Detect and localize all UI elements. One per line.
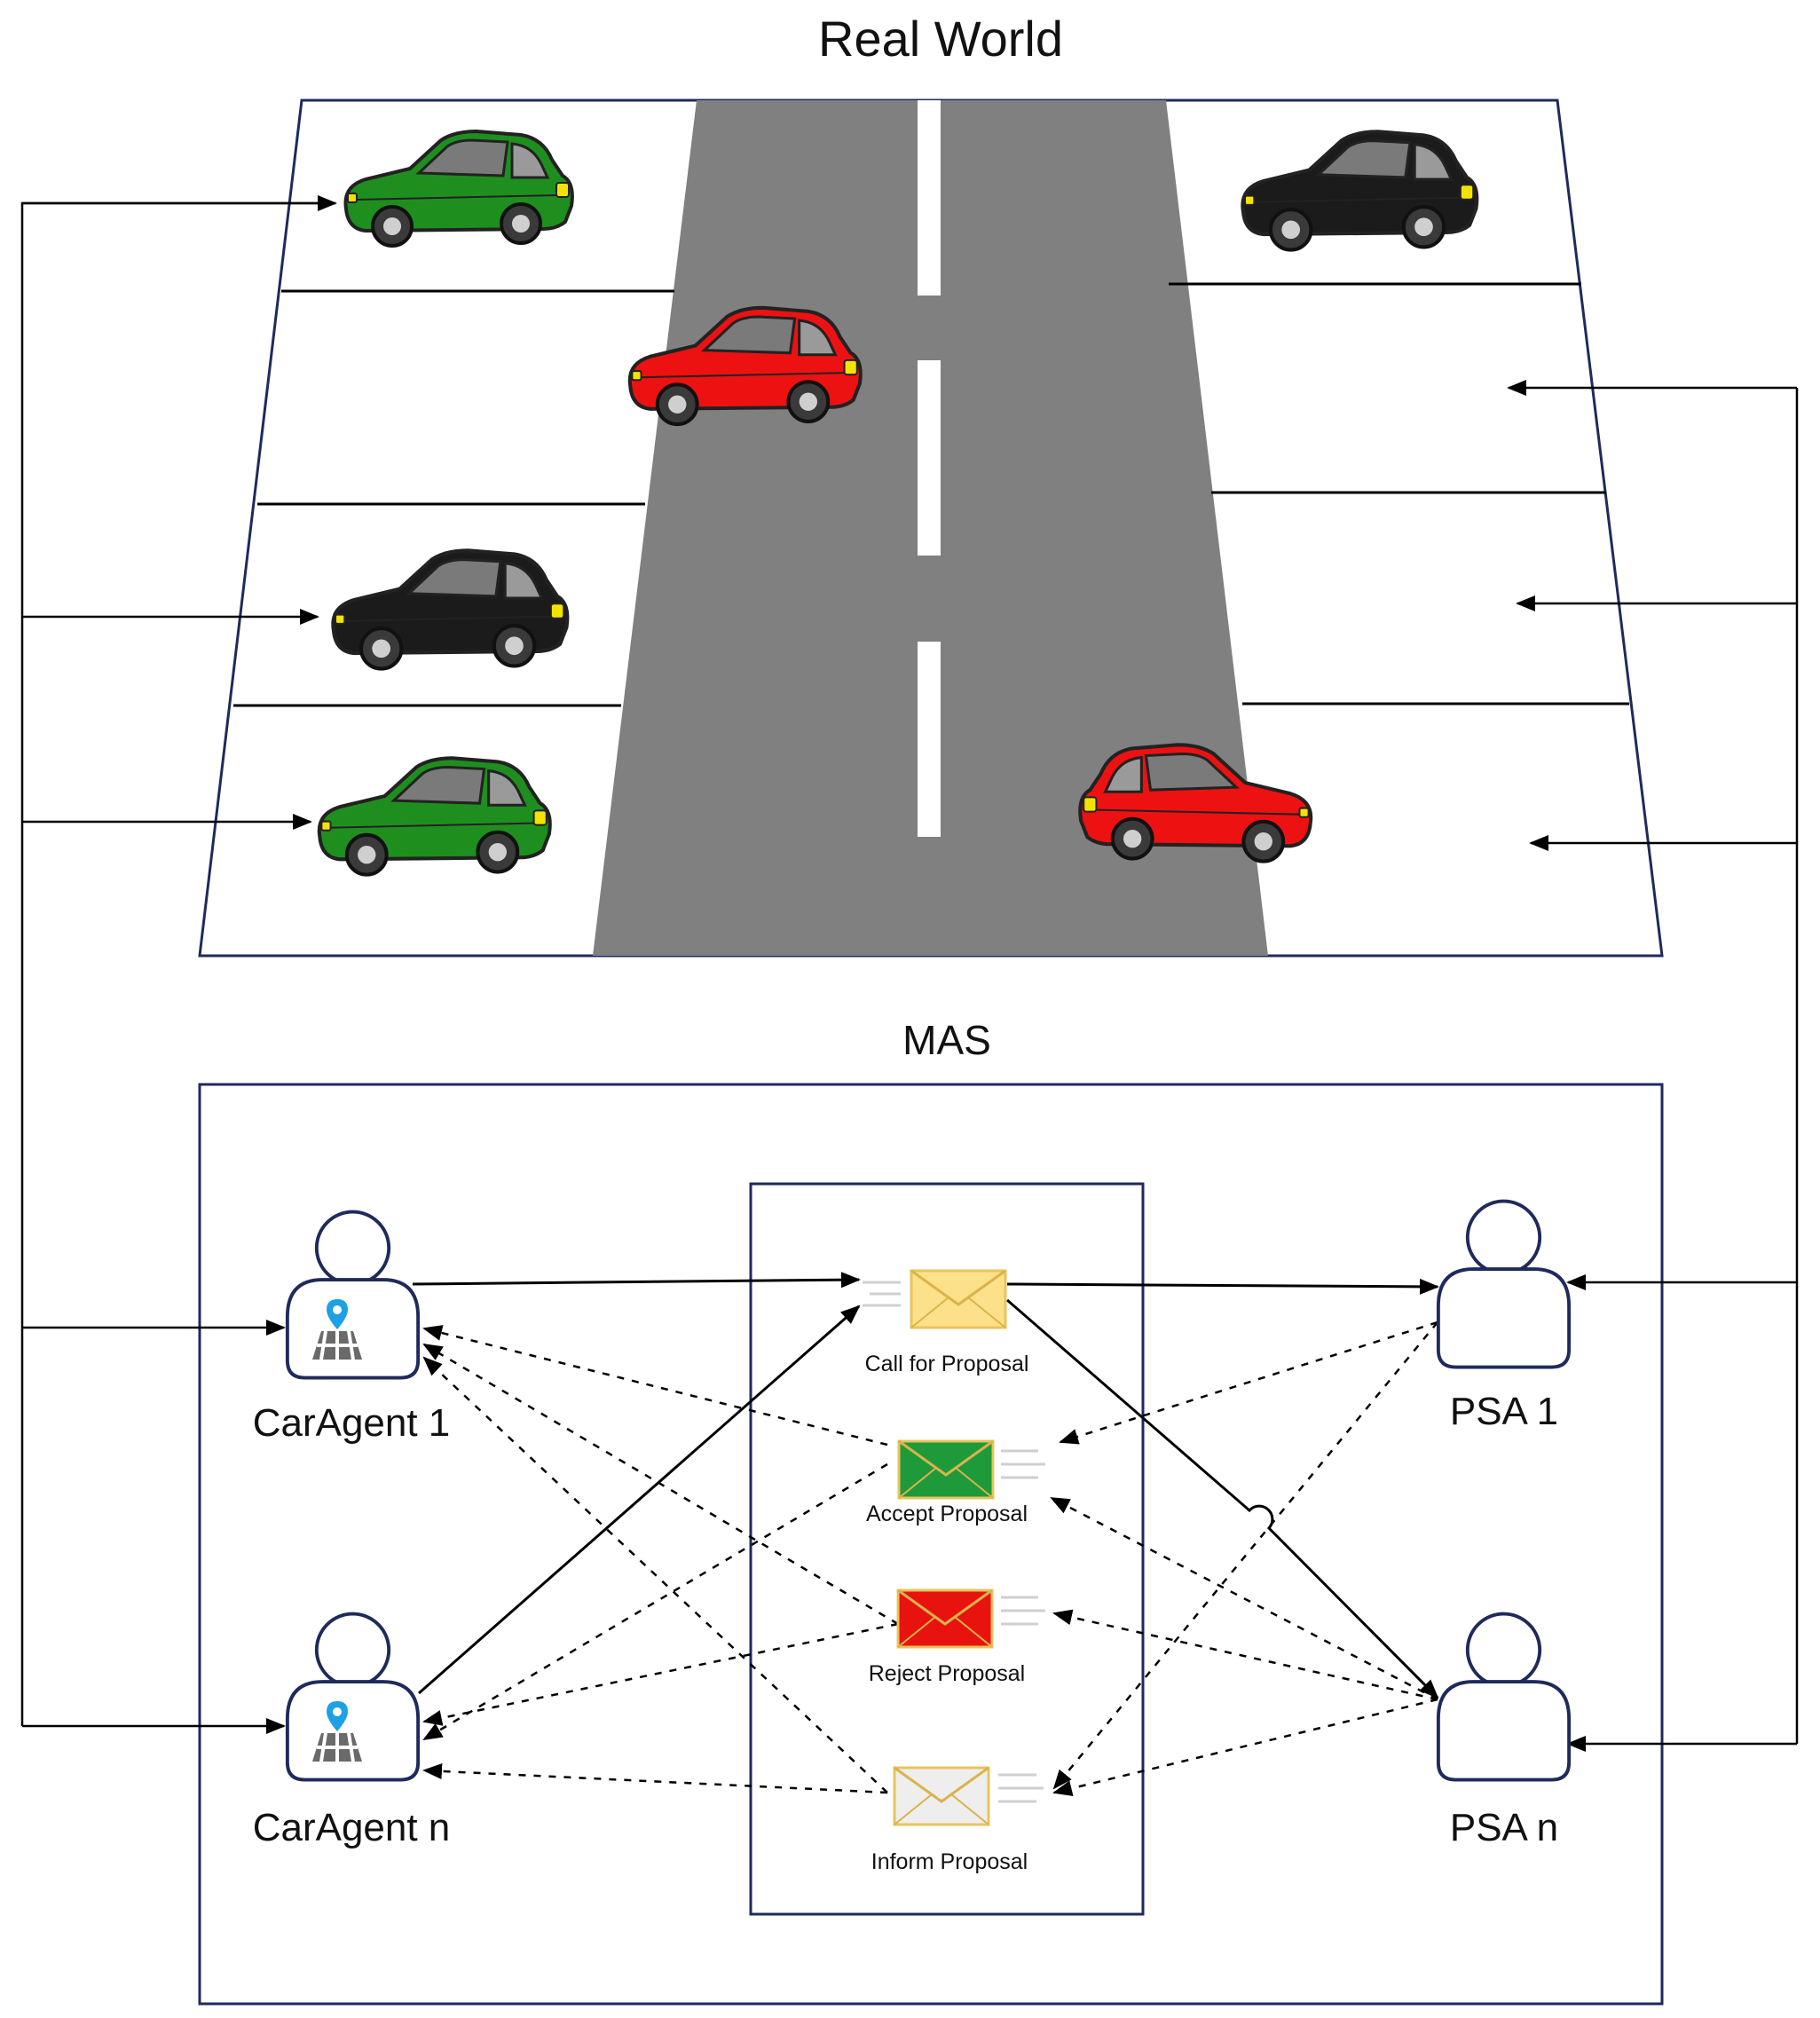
reject-proposal-message: Reject Proposal: [869, 1588, 1045, 1686]
reject-proposal-label: Reject Proposal: [869, 1661, 1025, 1686]
psa-1-label: PSA 1: [1450, 1390, 1558, 1433]
psa-n: PSA n: [1436, 1612, 1572, 1849]
envelope-icon: [893, 1766, 990, 1826]
envelope-icon: [896, 1588, 994, 1649]
left-connector-lines: [20, 195, 337, 1734]
motion-lines-icon: [1001, 1596, 1045, 1626]
person-icon: [1436, 1199, 1572, 1369]
message-box-frame: [749, 1182, 1145, 1916]
mas-frame: [198, 1083, 1664, 2006]
envelope-icon: [897, 1439, 995, 1500]
motion-lines-icon: [863, 1281, 901, 1307]
car-agent-n-label: CarAgent n: [253, 1806, 451, 1849]
real-world-title: Real World: [818, 11, 1063, 67]
left-parking-dividers: [233, 289, 674, 707]
accept-proposal-message: Accept Proposal: [866, 1439, 1045, 1526]
psa-n-label: PSA n: [1450, 1806, 1558, 1849]
lane-marking: [918, 642, 941, 837]
inform-proposal-message: Inform Proposal: [871, 1766, 1044, 1874]
motion-lines-icon: [1001, 1449, 1045, 1479]
motion-lines-icon: [998, 1773, 1044, 1803]
car-agent-1-label: CarAgent 1: [253, 1401, 451, 1445]
call-for-proposal-label: Call for Proposal: [865, 1352, 1029, 1376]
dashed-message-flows: [422, 1320, 1438, 1797]
inform-proposal-label: Inform Proposal: [871, 1849, 1028, 1874]
right-parking-dividers: [1169, 282, 1629, 706]
envelope-icon: [910, 1269, 1007, 1329]
call-for-proposal-message: Call for Proposal: [863, 1269, 1029, 1376]
right-connector-lines: [1507, 380, 1799, 1752]
car-agent-n: CarAgent n: [253, 1612, 451, 1849]
person-icon: [1436, 1612, 1572, 1782]
lane-marking: [918, 100, 941, 296]
psa-1: PSA 1: [1436, 1199, 1572, 1433]
car-agent-1: CarAgent 1: [253, 1210, 451, 1445]
mas-title: MAS: [902, 1017, 991, 1063]
accept-proposal-label: Accept Proposal: [866, 1502, 1028, 1526]
lane-marking: [918, 360, 941, 556]
